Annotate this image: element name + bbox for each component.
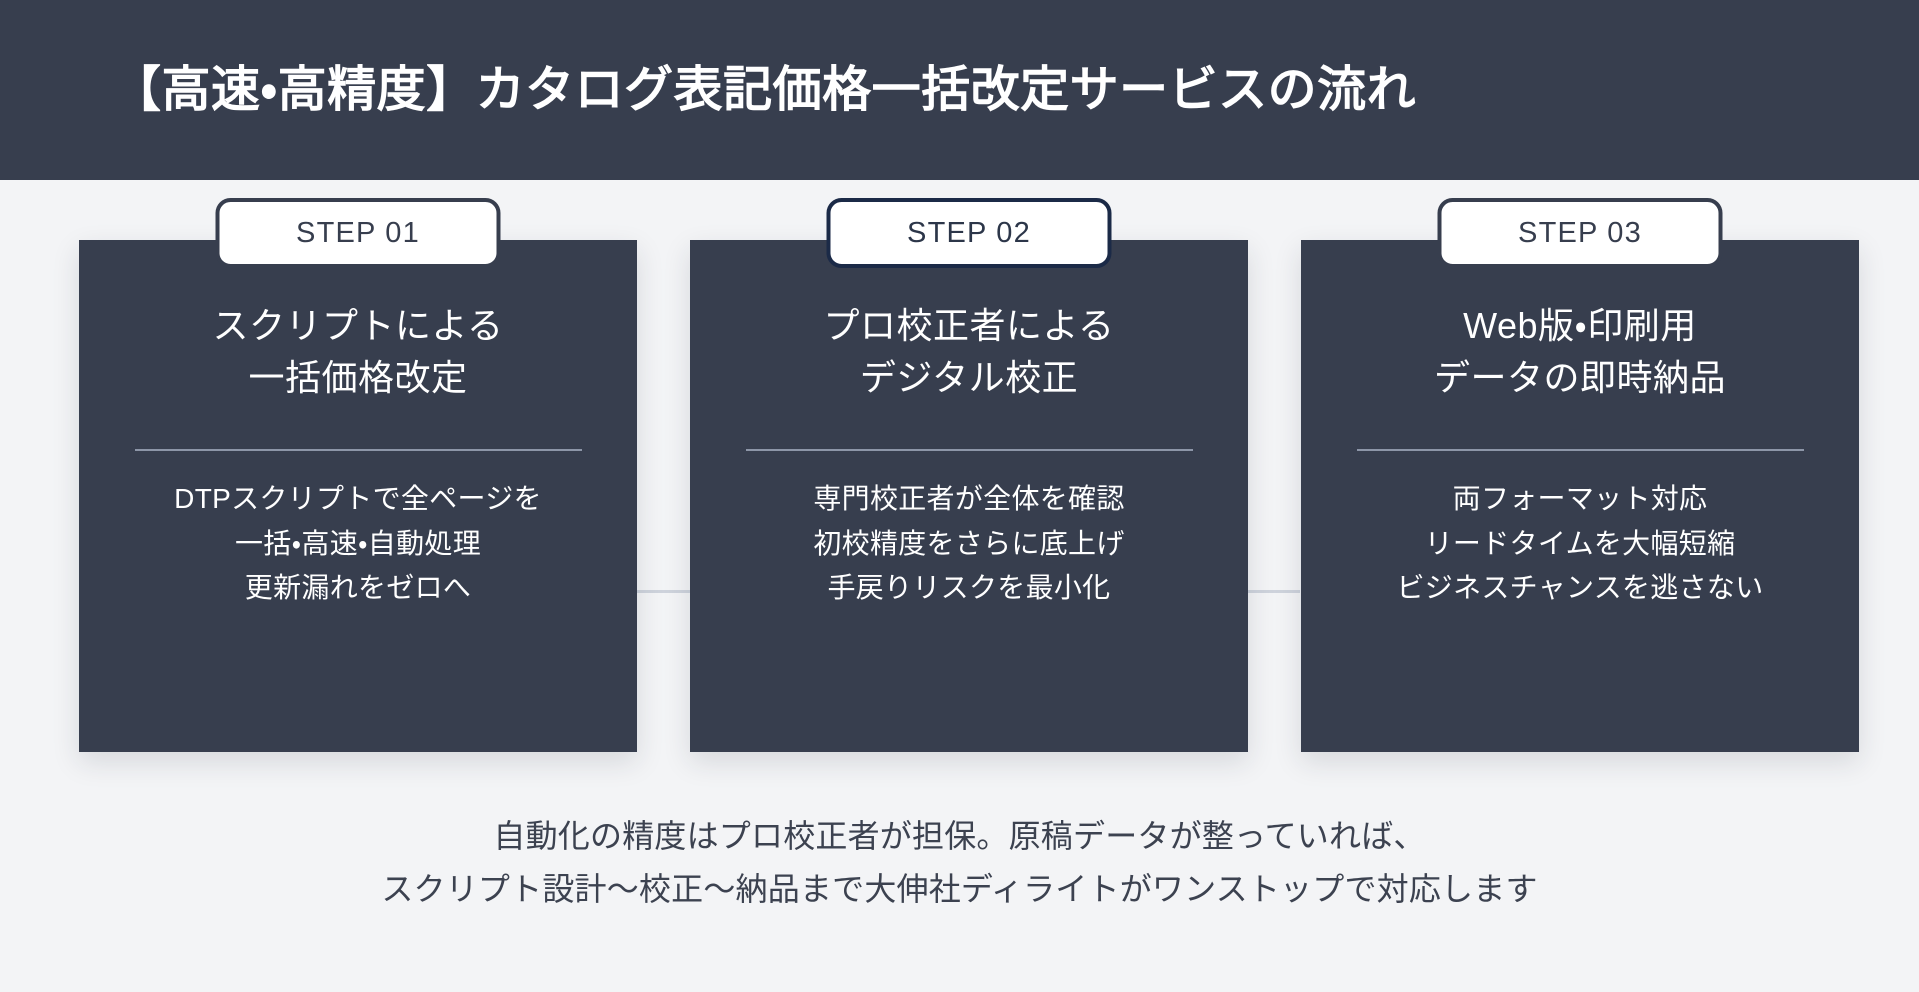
step-divider-1: [134, 449, 582, 452]
step-description-1: DTPスクリプトで全ページを 一括・高速・自動処理 更新漏れをゼロへ: [174, 483, 542, 603]
step-badge-3: STEP 03: [1437, 198, 1723, 268]
step-card-2[interactable]: STEP 02 プロ校正者による デジタル校正 専門校正者が全体を確認 初校精度…: [690, 198, 1248, 752]
step-badge-2: STEP 02: [826, 198, 1112, 268]
steps-section: STEP 01 スクリプトによる 一括価格改定 DTPスクリプトで全ページを 一…: [0, 180, 1919, 780]
step-card-3[interactable]: STEP 03 Web版・印刷用 データの即時納品 両フォーマット対応 リードタ…: [1301, 198, 1859, 752]
step-badge-1: STEP 01: [215, 198, 501, 268]
footnote-text: 自動化の精度はプロ校正者が担保。原稿データが整っていれば、 スクリプト設計〜校正…: [381, 818, 1538, 907]
step-divider-3: [1356, 449, 1804, 452]
step-card-1[interactable]: STEP 01 スクリプトによる 一括価格改定 DTPスクリプトで全ページを 一…: [79, 198, 637, 752]
header-bar: 【高速・高精度】カタログ表記価格一括改定サービスの流れ: [0, 0, 1919, 180]
page-title: 【高速・高精度】カタログ表記価格一括改定サービスの流れ: [112, 62, 1417, 117]
step-description-3: 両フォーマット対応 リードタイムを大幅短縮 ビジネスチャンスを逃さない: [1396, 483, 1764, 603]
step-card-1-content: スクリプトによる 一括価格改定 DTPスクリプトで全ページを 一括・高速・自動処…: [79, 240, 637, 752]
step-card-2-content: プロ校正者による デジタル校正 専門校正者が全体を確認 初校精度をさらに底上げ …: [690, 240, 1248, 752]
step-title-3: Web版・印刷用 データの即時納品: [1433, 305, 1726, 399]
step-title-2: プロ校正者による デジタル校正: [823, 305, 1115, 399]
step-card-3-content: Web版・印刷用 データの即時納品 両フォーマット対応 リードタイムを大幅短縮 …: [1301, 240, 1859, 752]
connector-line-step1-step2: [630, 590, 692, 593]
step-description-2: 専門校正者が全体を確認 初校精度をさらに底上げ 手戻りリスクを最小化: [813, 483, 1125, 603]
step-title-1: スクリプトによる 一括価格改定: [212, 305, 504, 399]
step-divider-2: [745, 449, 1193, 452]
